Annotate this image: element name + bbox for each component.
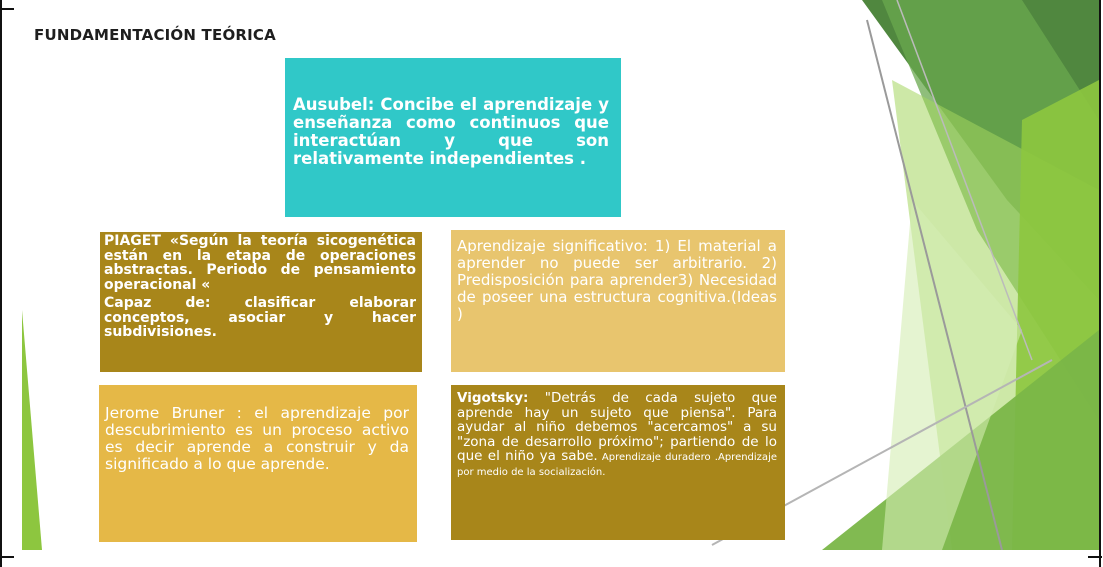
grey-line-2 [896, 0, 1033, 361]
frame-bottom-left-tick [0, 556, 14, 558]
aprendizaje-significativo-box: Aprendizaje significativo: 1) El materia… [451, 230, 785, 372]
bruner-box: Jerome Bruner : el aprendizaje por descu… [99, 385, 417, 542]
ausubel-box: Ausubel: Concibe el aprendizaje y enseña… [285, 58, 621, 217]
bruner-text: Jerome Bruner : el aprendizaje por descu… [105, 404, 409, 473]
vigotsky-text: Vigotsky: "Detrás de cada sujeto que apr… [457, 391, 777, 478]
slide-title: FUNDAMENTACIÓN TEÓRICA [34, 26, 276, 44]
aprendizaje-significativo-text: Aprendizaje significativo: 1) El materia… [457, 237, 777, 323]
green-facet-pale [882, 200, 1022, 550]
grey-line-1 [866, 19, 1003, 550]
piaget-box: PIAGET «Según la teoría sicogenética est… [100, 232, 422, 372]
green-decoration [22, 0, 1099, 550]
frame-left-border [0, 0, 2, 567]
frame-bottom-right-tick [1088, 556, 1102, 558]
green-facet-left [22, 310, 42, 550]
vigotsky-name: Vigotsky: [457, 390, 529, 406]
frame-right-border [1099, 0, 1101, 567]
slide: FUNDAMENTACIÓN TEÓRICA Ausubel: Concibe … [22, 0, 1099, 550]
vigotsky-small-text: Aprendizaje duradero .Aprendizaje por me… [457, 452, 777, 478]
piaget-paragraph-1: PIAGET «Según la teoría sicogenética est… [104, 233, 416, 293]
piaget-paragraph-2: Capaz de: clasificar elaborar conceptos,… [104, 295, 416, 340]
frame-top-tick [0, 8, 14, 10]
vigotsky-box: Vigotsky: "Detrás de cada sujeto que apr… [451, 385, 785, 540]
ausubel-text: Ausubel: Concibe el aprendizaje y enseña… [293, 95, 609, 168]
vigotsky-main-text: "Detrás de cada sujeto que aprende hay u… [457, 390, 777, 464]
